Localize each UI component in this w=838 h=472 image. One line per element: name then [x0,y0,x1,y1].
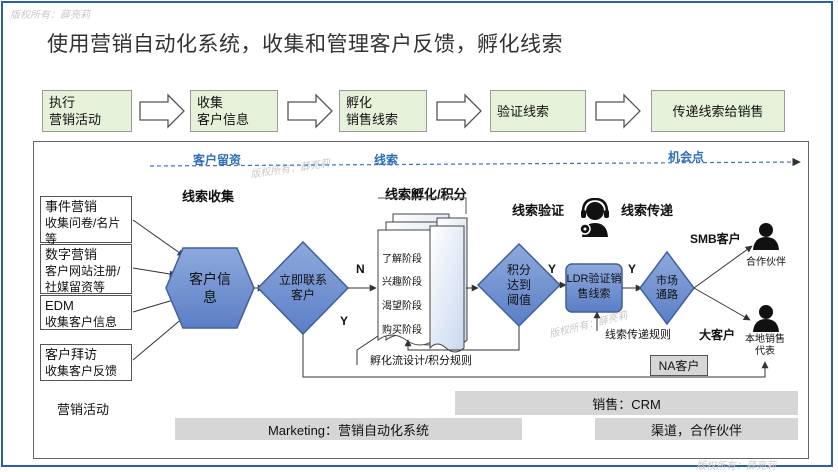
stage-interest: 兴趣阶段 [382,277,422,288]
deliver-rule-label: 线索传递规则 [605,329,671,341]
ldr-label: LDR验证销售线索 [566,273,622,300]
flow-step-line1: 执行 [49,95,76,110]
header-lead-deliver: 线索传递 [621,203,674,218]
phase-dashed-arrow [149,157,801,167]
flow-step-line2: 销售线索 [346,112,399,127]
edge-label-n: N [356,262,365,276]
flow-arrow-2 [287,93,333,129]
customer-info-hexagon [165,247,255,329]
na-client-badge: NA客户 [650,355,708,376]
marketing-system-bar: Marketing：营销自动化系统 [175,418,522,440]
main-panel [33,141,809,459]
marketing-activity-label: 营销活动 [57,402,110,417]
phase-opportunity: 机会点 [668,150,705,164]
market-channel-diamond [639,250,695,326]
source-customer-visit: 客户拜访 收集客户反馈 [40,344,132,381]
nurture-rule-label: 孵化流设计/积分规则 [370,355,473,367]
source-title: EDM [45,298,74,313]
source-desc: 客户网站注册/社媒留资等 [45,264,121,294]
header-lead-collect: 线索收集 [182,189,235,204]
local-sales-label: 本地销售代表 [745,334,785,357]
person-icon-local-sales [753,305,779,332]
edge-label-y-contact: Y [340,314,349,328]
arrow-score-no-loop [404,326,520,351]
arrow-digital-to-info [132,267,177,278]
flow-arrow-3 [436,93,482,129]
large-customer-label: 大客户 [699,328,736,342]
source-edm: EDM 收集客户信息 [40,295,132,330]
flow-step-line2: 营销活动 [49,112,102,127]
edge-label-y-market: Y [628,262,637,276]
nurture-documents [377,213,468,353]
stage-desire: 渴望阶段 [382,301,422,312]
watermark-top: 版权所有：薛亮莉 [10,10,90,21]
phase-customer-leave-info: 客户留资 [193,153,242,167]
page-title: 使用营销自动化系统，收集和管理客户反馈，孵化线索 [47,33,563,56]
flow-step-line1: 传递线索给销售 [672,103,764,119]
arrow-contact-yes [302,334,769,378]
flow-arrow-shapes [139,93,641,129]
source-digital-marketing: 数字营销 客户网站注册/社媒留资等 [40,244,132,294]
flow-arrow-4 [595,93,641,129]
flow-step-verify: 验证线索 [490,90,586,132]
source-title: 事件营销 [45,199,98,214]
flow-step-execute: 执行 营销活动 [42,90,132,132]
contact-now-label: 立即联系客户 [278,273,327,302]
flow-step-line1: 孵化 [346,95,373,110]
nurture-doc-right-front [429,225,465,353]
sales-crm-bar: 销售：CRM [455,391,798,415]
arrow-market-to-large [693,287,751,321]
source-title: 客户拜访 [45,347,98,362]
smb-customer-label: SMB客户 [690,232,741,246]
phase-leads: 线索 [374,153,399,167]
flow-step-deliver: 传递线索给销售 [651,90,785,132]
source-desc: 收集问卷/名片等 [45,216,121,246]
market-channel-label: 市场通路 [656,275,678,301]
score-threshold-label: 积分达到阈值 [506,262,531,307]
stage-awareness: 了解阶段 [382,254,422,265]
customer-info-label: 客户信息 [189,271,231,305]
stage-purchase: 购买阶段 [382,325,422,336]
flow-arrow-1 [139,93,185,129]
watermark-bottom: 版权所有：薛亮莉 [696,461,776,472]
header-lead-verify: 线索验证 [512,203,565,218]
source-desc: 收集客户信息 [45,315,118,329]
edge-label-y-score: Y [548,262,557,276]
nurture-bracket [378,197,467,214]
headset-icon [579,198,609,237]
partner-label: 合作伙伴 [746,257,786,268]
source-event-marketing: 事件营销 收集问卷/名片等 [40,196,132,246]
flow-step-collect: 收集 客户信息 [190,90,278,132]
source-desc: 收集客户反馈 [45,364,118,378]
arrow-market-to-smb [693,245,753,289]
flow-step-line1: 验证线索 [497,103,550,119]
flow-step-line2: 客户信息 [197,112,250,127]
person-icon-partner [753,223,779,250]
flow-step-line1: 收集 [197,95,224,110]
source-title: 数字营销 [45,247,98,262]
nurture-rule-line-2 [356,335,379,351]
arrow-event-to-info [132,219,185,257]
channel-partner-bar: 渠道，合作伙伴 [595,418,798,440]
flow-step-nurture: 孵化 销售线索 [339,90,427,132]
